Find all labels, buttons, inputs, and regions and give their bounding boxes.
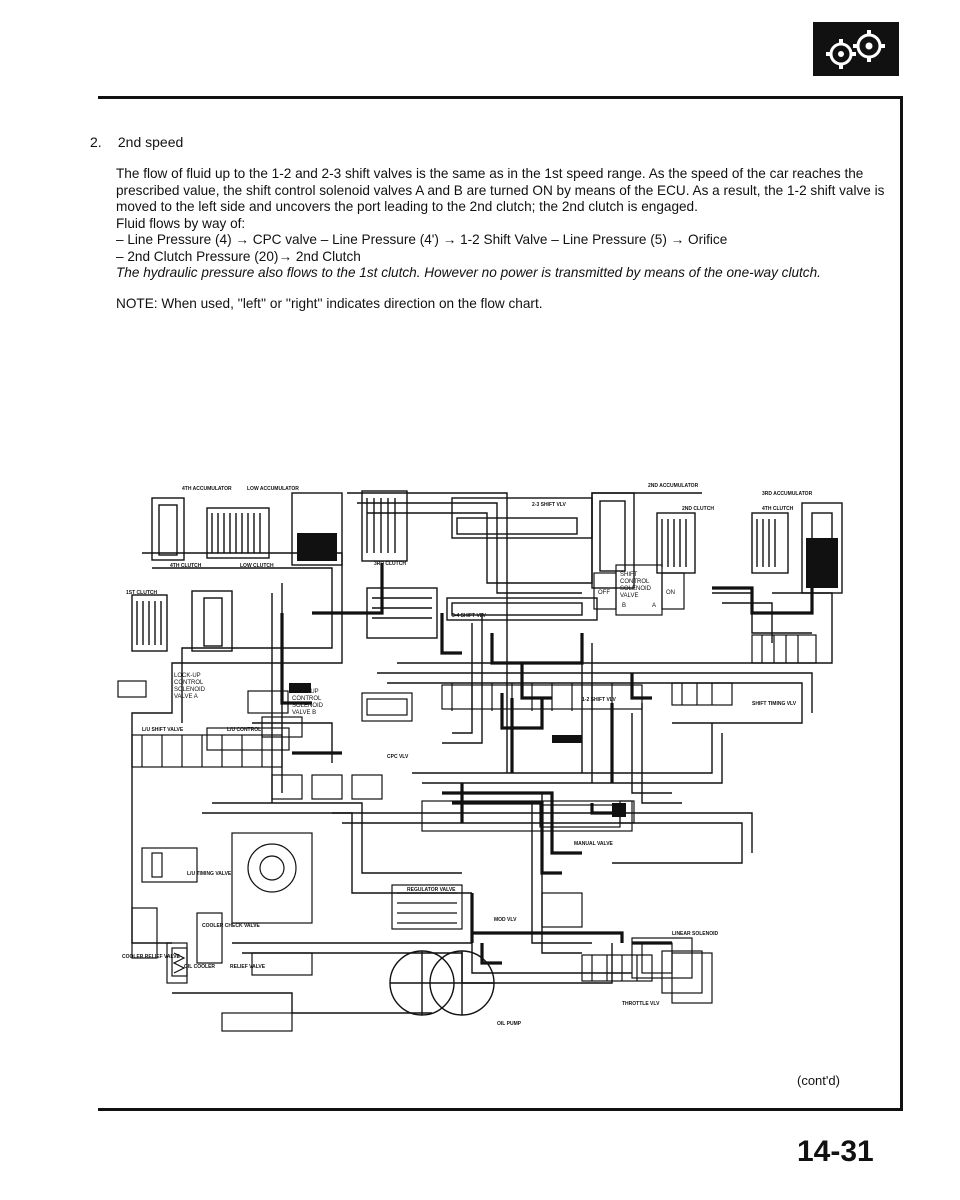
label-1-2-shift-valve: 1-2 SHIFT VLV [582,697,616,703]
label-3rd-accumulator: 3RD ACCUMULATOR [762,491,813,497]
label-low-clutch: LOW CLUTCH [240,563,274,569]
label-3rd-clutch: 3RD CLUTCH [374,561,406,567]
label-cooler-check-valve: COOLER CHECK VALVE [202,923,261,929]
label-3-4-shift-valve: 3-4 SHIFT VLV [452,613,486,619]
section-title: 2nd speed [117,134,184,150]
bottom-rule [98,1108,903,1111]
label-low-accumulator: LOW ACCUMULATOR [247,486,299,492]
label-oil-cooler: OIL COOLER [184,964,215,970]
label-cooler-relief-valve: COOLER RELIEF VALVE [122,954,181,960]
label-regulator-valve: REGULATOR VALVE [407,887,456,893]
hydraulic-flow-diagram: SHIFT CONTROL SOLENOID VALVE OFF ON B A … [117,483,843,1032]
label-2-3-shift-valve: 2-3 SHIFT VLV [532,502,566,508]
shift-solenoid-label-2: CONTROL [620,579,650,585]
shift-solenoid-label-1: SHIFT [620,572,638,578]
body-text: The flow of fluid up to the 1-2 and 2-3 … [116,166,886,312]
side-rule [900,96,903,1111]
flow-line-1: – Line Pressure (4) → CPC valve – Line P… [116,232,728,247]
lockup-a-label-4: VALVE A [174,694,198,700]
solenoid-a-label: A [652,603,656,609]
label-2nd-accumulator: 2ND ACCUMULATOR [648,483,699,489]
lockup-a-label-3: SOLENOID [174,687,206,693]
label-oil-pump: OIL PUMP [497,1021,522,1027]
label-4th-clutch-right: 4TH CLUTCH [762,506,794,512]
label-mod-valve: MOD VLV [494,917,517,923]
lockup-b-label-1: LOCK-UP [292,689,319,695]
label-cpc-valve: CPC VLV [387,754,409,760]
shift-solenoid-label-3: SOLENOID [620,586,652,592]
continued-label: (cont'd) [797,1073,840,1088]
lockup-b-label-2: CONTROL [292,696,322,702]
label-linear-solenoid: LINEAR SOLENOID [672,931,719,937]
label-shift-timing-valve: SHIFT TIMING VLV [752,701,797,707]
transmission-gears-icon [813,22,899,76]
label-2nd-clutch: 2ND CLUTCH [682,506,714,512]
label-4th-clutch: 4TH CLUTCH [170,563,202,569]
description-paragraph: The flow of fluid up to the 1-2 and 2-3 … [116,166,885,214]
hydraulic-note: The hydraulic pressure also flows to the… [116,265,821,280]
section-number: 2. [90,134,102,150]
label-lu-shift-valve: L/U SHIFT VALVE [142,727,184,733]
label-manual-valve: MANUAL VALVE [574,841,614,847]
label-lu-timing-valve: L/U TIMING VALVE [187,871,232,877]
lockup-b-label-3: SOLENOID [292,703,324,709]
section-heading: 2. 2nd speed [90,134,183,150]
label-1st-clutch: 1ST CLUTCH [126,590,158,596]
label-4th-accumulator: 4TH ACCUMULATOR [182,486,232,492]
lockup-b-label-4: VALVE B [292,710,316,716]
solenoid-b-state: OFF [598,590,610,596]
lockup-a-label-1: LOCK-UP [174,673,201,679]
page-number: 14-31 [797,1135,874,1168]
shift-solenoid-label-4: VALVE [620,593,638,599]
label-relief-valve: RELIEF VALVE [230,964,266,970]
lockup-a-label-2: CONTROL [174,680,204,686]
label-throttle-valve: THROTTLE VLV [622,1001,660,1007]
direction-note: NOTE: When used, ''left'' or ''right'' i… [116,295,543,311]
solenoid-b-label: B [622,603,626,609]
label-lu-control: L/U CONTROL [227,727,261,733]
flow-intro: Fluid flows by way of: [116,215,246,231]
solenoid-a-state: ON [666,590,675,596]
top-rule [98,96,903,99]
flow-line-2: – 2nd Clutch Pressure (20)→ 2nd Clutch [116,248,361,264]
